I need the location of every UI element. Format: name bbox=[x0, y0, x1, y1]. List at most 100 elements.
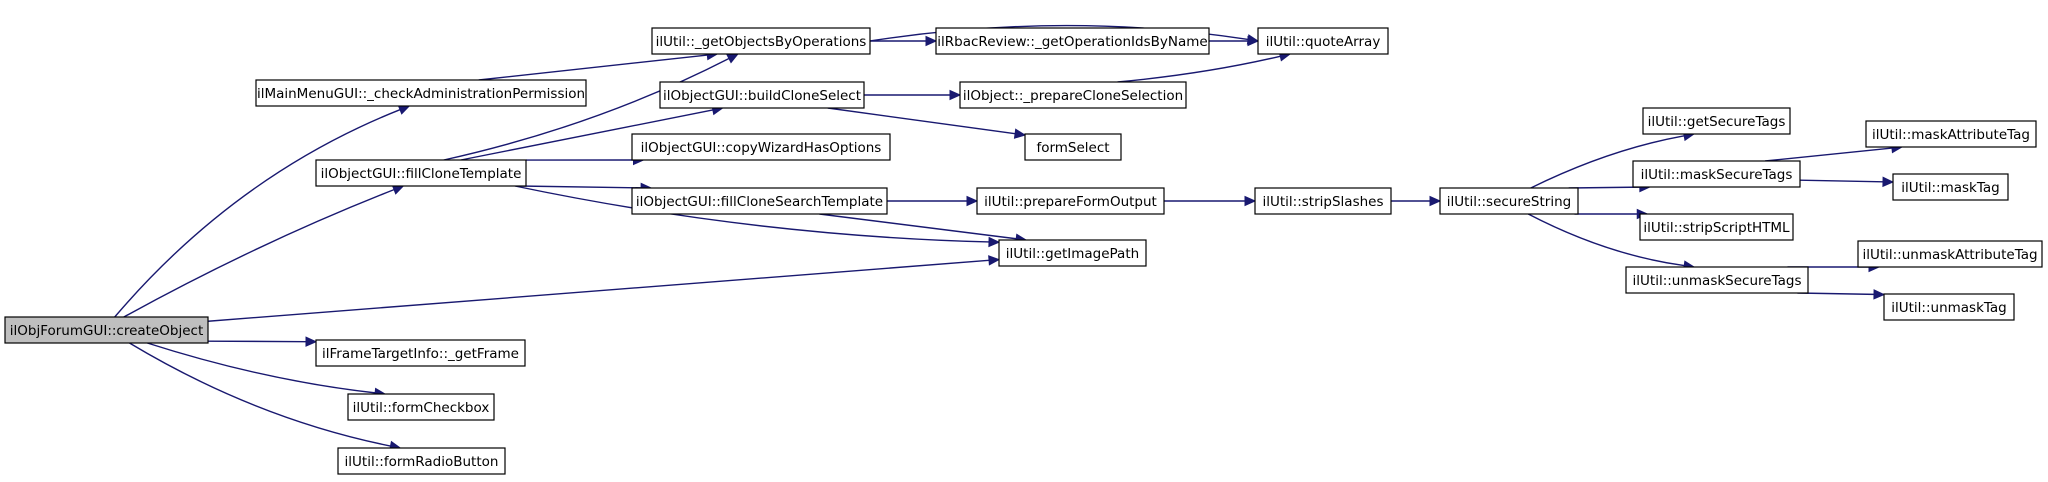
graph-node[interactable]: ilObjForumGUI::createObject bbox=[4, 316, 209, 344]
graph-node[interactable]: ilUtil::formRadioButton bbox=[337, 447, 506, 475]
node-label: ilUtil::getImagePath bbox=[1006, 246, 1139, 262]
graph-node[interactable]: formSelect bbox=[1024, 133, 1122, 161]
graph-node[interactable]: ilObjectGUI::fillCloneTemplate bbox=[315, 159, 527, 187]
graph-node[interactable]: ilObjectGUI::fillCloneSearchTemplate bbox=[631, 187, 888, 215]
node-label: ilRbacReview::_getOperationIdsByName bbox=[937, 34, 1207, 50]
graph-node[interactable]: ilUtil::_getObjectsByOperations bbox=[651, 27, 871, 55]
graph-node[interactable]: ilRbacReview::_getOperationIdsByName bbox=[935, 27, 1210, 55]
arrow-head-icon bbox=[988, 255, 1001, 266]
node-label: ilUtil::getSecureTags bbox=[1648, 114, 1786, 130]
graph-node[interactable]: ilUtil::secureString bbox=[1439, 187, 1579, 215]
node-box bbox=[959, 81, 1187, 109]
call-edge bbox=[114, 109, 401, 318]
graph-node[interactable]: ilUtil::unmaskSecureTags bbox=[1625, 266, 1809, 294]
graph-node[interactable]: ilUtil::unmaskTag bbox=[1883, 293, 2015, 321]
graph-node[interactable]: ilUtil::maskAttributeTag bbox=[1865, 120, 2037, 148]
graph-node[interactable]: ilUtil::maskSecureTags bbox=[1632, 160, 1801, 188]
graph-node[interactable]: ilObject::_prepareCloneSelection bbox=[959, 81, 1187, 109]
arrow-head-icon bbox=[1873, 289, 1886, 300]
call-edge bbox=[518, 185, 642, 189]
arrow-head-icon bbox=[391, 184, 405, 195]
call-edge bbox=[460, 109, 713, 161]
call-edge bbox=[1530, 135, 1685, 189]
node-label: ilUtil::_getObjectsByOperations bbox=[656, 34, 867, 50]
graph-node[interactable]: ilUtil::stripScriptHTML bbox=[1639, 213, 1794, 241]
graph-node[interactable]: ilUtil::getSecureTags bbox=[1642, 107, 1791, 135]
node-label: ilUtil::maskAttributeTag bbox=[1872, 127, 2030, 143]
graph-node[interactable]: ilUtil::prepareFormOutput bbox=[976, 187, 1165, 215]
node-label: ilUtil::maskTag bbox=[1901, 180, 1999, 196]
arrow-head-icon bbox=[1244, 195, 1257, 207]
arrow-head-icon bbox=[397, 104, 411, 115]
node-label: ilObjectGUI::fillCloneTemplate bbox=[321, 166, 522, 182]
node-box bbox=[1865, 120, 2037, 148]
node-box bbox=[935, 27, 1210, 55]
node-label: ilUtil::unmaskSecureTags bbox=[1633, 273, 1802, 289]
edges-layer bbox=[114, 24, 1904, 452]
node-box bbox=[631, 187, 888, 215]
arrow-head-icon bbox=[1882, 176, 1895, 188]
graph-node[interactable]: ilUtil::stripSlashes bbox=[1254, 187, 1392, 215]
arrow-head-icon bbox=[988, 236, 1001, 248]
node-box bbox=[1892, 173, 2009, 201]
node-label: ilUtil::secureString bbox=[1447, 194, 1571, 210]
node-label: ilUtil::unmaskAttributeTag bbox=[1862, 247, 2037, 263]
node-label: ilUtil::stripSlashes bbox=[1263, 194, 1384, 210]
node-label: formSelect bbox=[1036, 140, 1109, 156]
node-box bbox=[1857, 240, 2043, 268]
call-edge bbox=[1527, 213, 1685, 267]
graph-node[interactable]: ilFrameTargetInfo::_getFrame bbox=[315, 339, 526, 367]
node-box bbox=[651, 27, 871, 55]
node-box bbox=[976, 187, 1165, 215]
call-edge bbox=[207, 259, 990, 322]
node-box bbox=[255, 79, 587, 107]
call-edge bbox=[123, 188, 395, 318]
graph-node[interactable]: ilUtil::formCheckbox bbox=[347, 393, 495, 421]
graph-node[interactable]: ilUtil::getImagePath bbox=[998, 239, 1147, 267]
root-node-box bbox=[4, 316, 209, 344]
node-label: ilObjectGUI::fillCloneSearchTemplate bbox=[636, 194, 883, 210]
graph-node[interactable]: ilUtil::maskTag bbox=[1892, 173, 2009, 201]
call-edge bbox=[1568, 186, 1640, 189]
arrow-head-icon bbox=[1013, 128, 1027, 139]
node-box bbox=[315, 159, 527, 187]
node-box bbox=[1639, 213, 1794, 241]
node-box bbox=[1642, 107, 1791, 135]
node-label: ilObject::_prepareCloneSelection bbox=[963, 88, 1183, 104]
node-box bbox=[1632, 160, 1801, 188]
node-box bbox=[1257, 27, 1389, 55]
node-box bbox=[1625, 266, 1809, 294]
node-label: ilObjectGUI::buildCloneSelect bbox=[663, 88, 861, 104]
node-box bbox=[337, 447, 506, 475]
node-label: ilUtil::maskSecureTags bbox=[1641, 167, 1793, 183]
node-label: ilMainMenuGUI::_checkAdministrationPermi… bbox=[257, 86, 585, 102]
graph-node[interactable]: ilObjectGUI::copyWizardHasOptions bbox=[631, 133, 891, 161]
node-box bbox=[998, 239, 1147, 267]
call-edge bbox=[1797, 292, 1875, 296]
call-edge bbox=[827, 107, 1016, 135]
call-edge bbox=[147, 342, 376, 394]
call-edge bbox=[443, 57, 730, 161]
node-box bbox=[1254, 187, 1392, 215]
node-label: ilUtil::stripScriptHTML bbox=[1643, 220, 1790, 236]
arrow-head-icon bbox=[305, 336, 318, 347]
arrow-head-icon bbox=[726, 53, 739, 64]
nodes-layer: ilObjForumGUI::createObject ilMainMenuGUI… bbox=[4, 27, 2043, 475]
call-edge bbox=[478, 54, 708, 81]
graph-node[interactable]: ilUtil::unmaskAttributeTag bbox=[1857, 240, 2043, 268]
node-label: ilObjectGUI::copyWizardHasOptions bbox=[641, 140, 882, 156]
arrow-head-icon bbox=[949, 89, 962, 101]
node-box bbox=[659, 81, 865, 109]
graph-node[interactable]: ilMainMenuGUI::_checkAdministrationPermi… bbox=[255, 79, 587, 107]
arrow-head-icon bbox=[966, 195, 979, 207]
call-edge bbox=[129, 342, 391, 447]
graph-node[interactable]: ilObjectGUI::buildCloneSelect bbox=[659, 81, 865, 109]
node-label: ilUtil::quoteArray bbox=[1266, 34, 1381, 50]
graph-node[interactable]: ilUtil::quoteArray bbox=[1257, 27, 1389, 55]
call-edge bbox=[1765, 147, 1893, 162]
node-box bbox=[1024, 133, 1122, 161]
call-edge bbox=[1799, 179, 1884, 183]
node-box bbox=[347, 393, 495, 421]
call-edge bbox=[514, 185, 990, 243]
